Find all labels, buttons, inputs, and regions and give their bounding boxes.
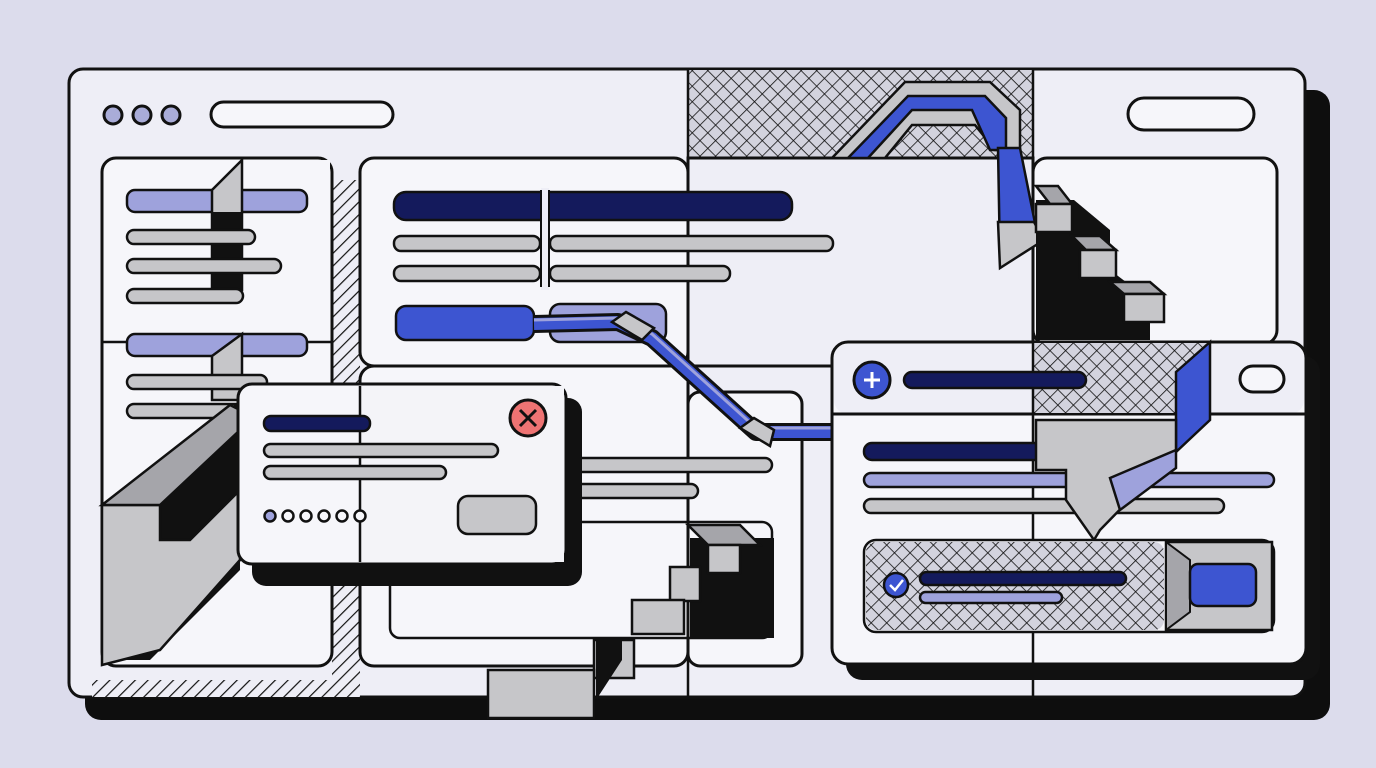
card-line — [862, 497, 1226, 515]
pagination-dot[interactable] — [299, 509, 313, 523]
content-card-extension — [686, 156, 1035, 368]
traffic-lights — [102, 104, 182, 126]
content-line — [392, 234, 542, 253]
pipe-joint — [737, 416, 776, 448]
close-x-icon[interactable] — [508, 398, 548, 438]
pagination-dot[interactable] — [263, 509, 277, 523]
pipe-fill — [533, 316, 832, 438]
sidebar-line — [125, 287, 245, 305]
window-dot[interactable] — [102, 104, 124, 126]
pagination-dots — [263, 509, 367, 523]
iso-pipe-top — [829, 80, 1046, 271]
staircase-blocks — [486, 523, 774, 720]
task-title-bar — [918, 570, 1128, 587]
pagination-dot[interactable] — [335, 509, 349, 523]
pipe-highlight — [533, 316, 832, 430]
content-line — [548, 264, 732, 283]
sidebar-line — [125, 228, 257, 246]
checkmark-icon[interactable] — [882, 571, 910, 599]
plus-icon[interactable] — [852, 360, 892, 400]
stair-block-top — [684, 523, 764, 547]
header-pill-button[interactable] — [1126, 96, 1256, 132]
dialog-line — [262, 464, 448, 481]
sidebar-inner-column — [240, 160, 330, 340]
sidebar-line — [125, 373, 269, 391]
pagination-dot[interactable] — [353, 509, 367, 523]
dialog — [236, 382, 582, 586]
card-title-bar — [902, 370, 1088, 390]
window-dot[interactable] — [160, 104, 182, 126]
pagination-dot[interactable] — [317, 509, 331, 523]
content-line — [548, 234, 835, 253]
sidebar-3d-shadow — [212, 212, 242, 290]
connector-pipe — [533, 310, 832, 448]
stair-dark-face — [596, 640, 622, 700]
pagination-dot[interactable] — [281, 509, 295, 523]
sidebar-line — [125, 257, 283, 275]
stair-block — [668, 565, 702, 603]
right-card — [830, 339, 1320, 680]
task-action-bevel-dark — [1165, 540, 1191, 632]
task-subtitle-bar — [918, 590, 1064, 605]
right-staircase — [1033, 184, 1168, 340]
dialog-confirm-button[interactable] — [456, 494, 538, 536]
card-iso-block-blue — [1108, 448, 1178, 513]
content-line — [392, 264, 542, 283]
dialog-line — [262, 442, 500, 459]
stair-base — [486, 668, 596, 720]
address-bar[interactable] — [209, 100, 395, 129]
stair-block — [706, 543, 742, 575]
window-dot[interactable] — [131, 104, 153, 126]
stair-face — [1034, 202, 1074, 234]
stair-face — [1078, 248, 1118, 280]
dialog-title-bar — [262, 414, 372, 433]
stair-block — [630, 598, 686, 636]
pipe-joint — [609, 310, 657, 342]
stair-face — [1122, 292, 1166, 324]
task-action-button[interactable] — [1188, 562, 1258, 608]
primary-button[interactable] — [394, 304, 536, 342]
heading-bar — [392, 190, 794, 222]
card-header-toggle[interactable] — [1238, 364, 1286, 394]
